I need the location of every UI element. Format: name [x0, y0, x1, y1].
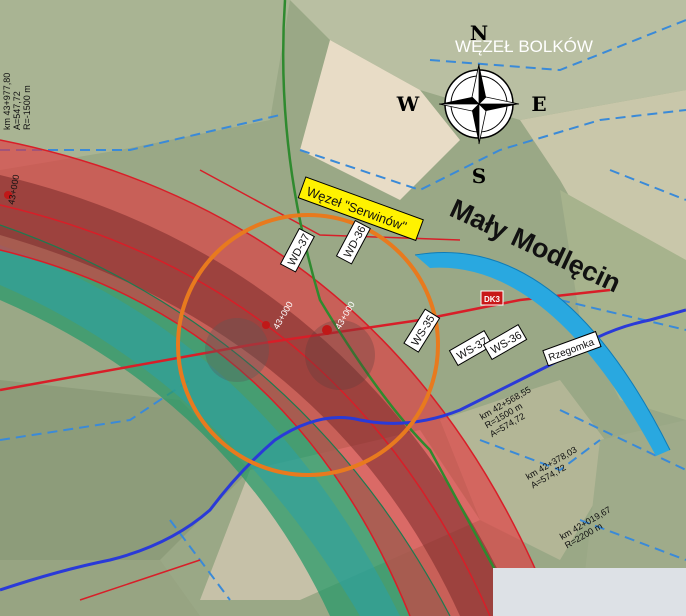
- compass-east: E: [531, 92, 546, 116]
- curve-annotation-line: km 43+977,80: [2, 73, 12, 130]
- direction-arrow: [415, 252, 670, 456]
- route-corridors: [0, 139, 556, 616]
- compass-west: W: [396, 92, 420, 116]
- map-title-label: WĘZEŁ BOLKÓW: [455, 37, 593, 56]
- railway-line: [281, 0, 522, 616]
- compass-south: S: [472, 164, 486, 188]
- location-marker: [205, 318, 269, 382]
- compass-rose-icon: [438, 63, 520, 145]
- corridor-teal: [0, 245, 400, 616]
- road-sign-dk3: DK3: [484, 295, 501, 304]
- route-axis: [0, 204, 491, 616]
- inset-frame: [493, 568, 686, 616]
- compass-north: N: [470, 21, 488, 45]
- curve-annotation-line: A=547,72: [12, 91, 22, 130]
- highlight-circle: [176, 213, 440, 477]
- curve-annotation-line: R=-1500 m: [22, 85, 32, 130]
- location-marker: [305, 320, 375, 390]
